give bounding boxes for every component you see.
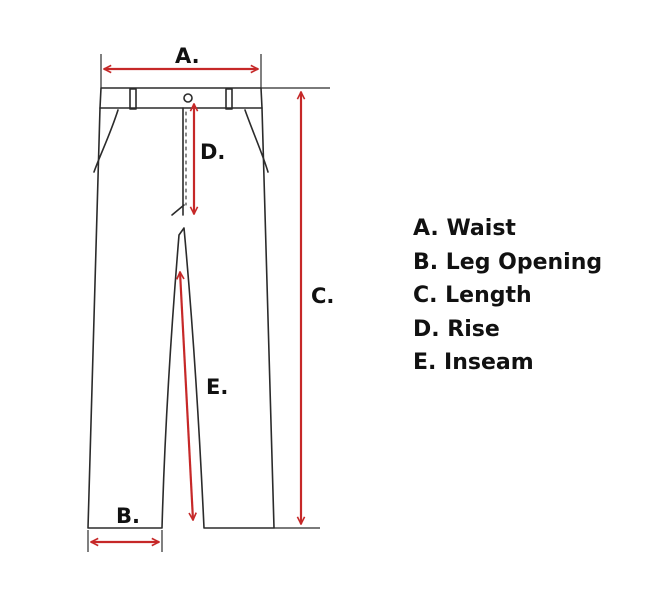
legend-item-length: C. Length: [413, 283, 532, 308]
waistband: [99, 87, 263, 109]
measurement-legend: A. Waist B. Leg Opening C. Length D. Ris…: [413, 212, 602, 380]
legend-item-rise: D. Rise: [413, 316, 500, 342]
inseam-arrow: [180, 272, 193, 520]
legend-item-inseam: E. Inseam: [413, 350, 534, 375]
reference-lines: [87, 54, 330, 552]
callout-leg-opening: B.: [116, 504, 140, 528]
legend-item-waist: A. Waist: [413, 216, 516, 241]
pants-silhouette: [87, 107, 275, 529]
legend-item-leg-opening: B. Leg Opening: [413, 249, 603, 275]
callout-length: C.: [311, 284, 334, 308]
pocket-left: [93, 109, 119, 173]
pocket-right: [244, 109, 269, 173]
callout-inseam: E.: [206, 375, 228, 399]
zipper-pull: [171, 204, 185, 216]
callout-waist: A.: [175, 44, 200, 68]
pants-outline: [87, 87, 275, 529]
belt-loop-left: [129, 88, 137, 110]
button-icon: [183, 93, 193, 103]
measurement-arrows: [91, 69, 301, 542]
callout-rise: D.: [200, 140, 225, 164]
belt-loop-right: [225, 88, 233, 110]
